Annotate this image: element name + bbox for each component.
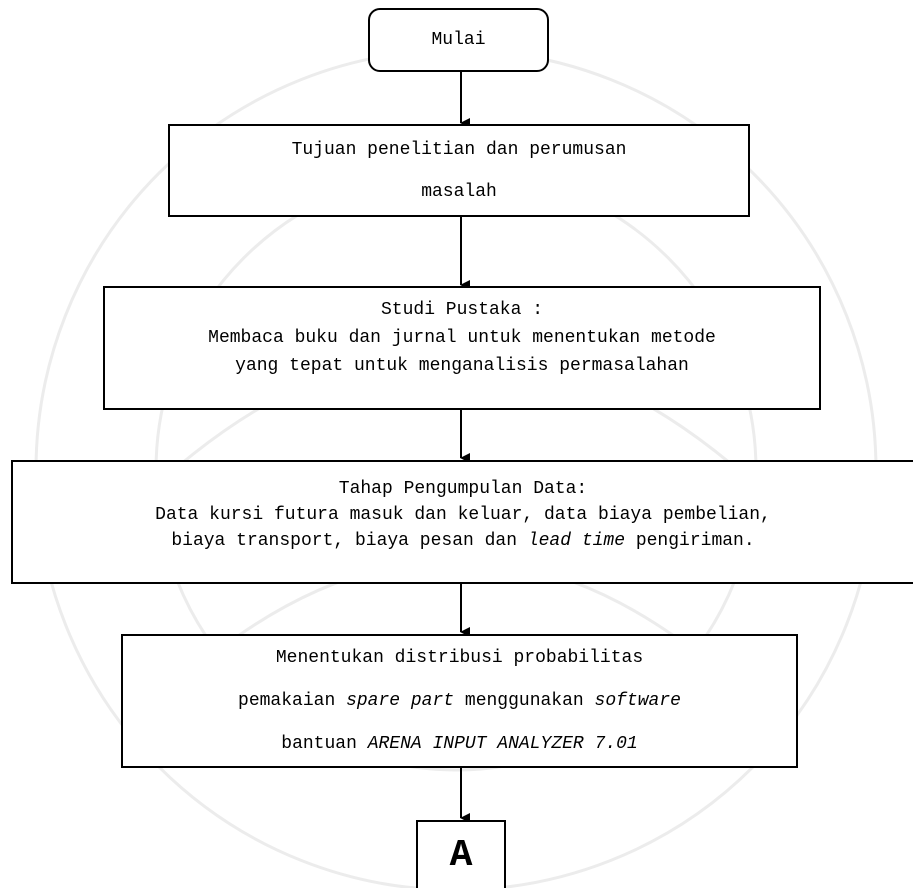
step3-title: Tahap Pengumpulan Data: [338,479,588,499]
step4-line1: Menentukan distribusi probabilitas [275,647,644,668]
step-distribution: Menentukan distribusi probabilitas pemak… [121,634,798,768]
step3-line1: Data kursi futura masuk dan keluar, data… [155,505,771,525]
step2-line1: Membaca buku dan jurnal untuk menentukan… [208,328,716,348]
step1-line2: masalah [421,181,497,202]
step4-line2: pemakaian spare part menggunakan softwar… [238,690,681,711]
step1-line1: Tujuan penelitian dan perumusan [291,139,627,160]
step3-line2: biaya transport, biaya pesan dan lead ti… [171,531,755,551]
start-node: Mulai [368,8,549,72]
step-data-collection: Tahap Pengumpulan Data: Data kursi futur… [11,460,913,584]
step2-title: Studi Pustaka : [380,300,544,320]
step2-line2: yang tepat untuk menganalisis permasalah… [235,356,689,376]
step-research-objective: Tujuan penelitian dan perumusan masalah [168,124,750,217]
step-literature-study: Studi Pustaka : Membaca buku dan jurnal … [103,286,821,410]
connector-label: A [449,833,473,877]
step4-line3: bantuan ARENA INPUT ANALYZER 7.01 [281,733,638,754]
start-label: Mulai [431,30,486,50]
connector-node: A [416,820,506,888]
